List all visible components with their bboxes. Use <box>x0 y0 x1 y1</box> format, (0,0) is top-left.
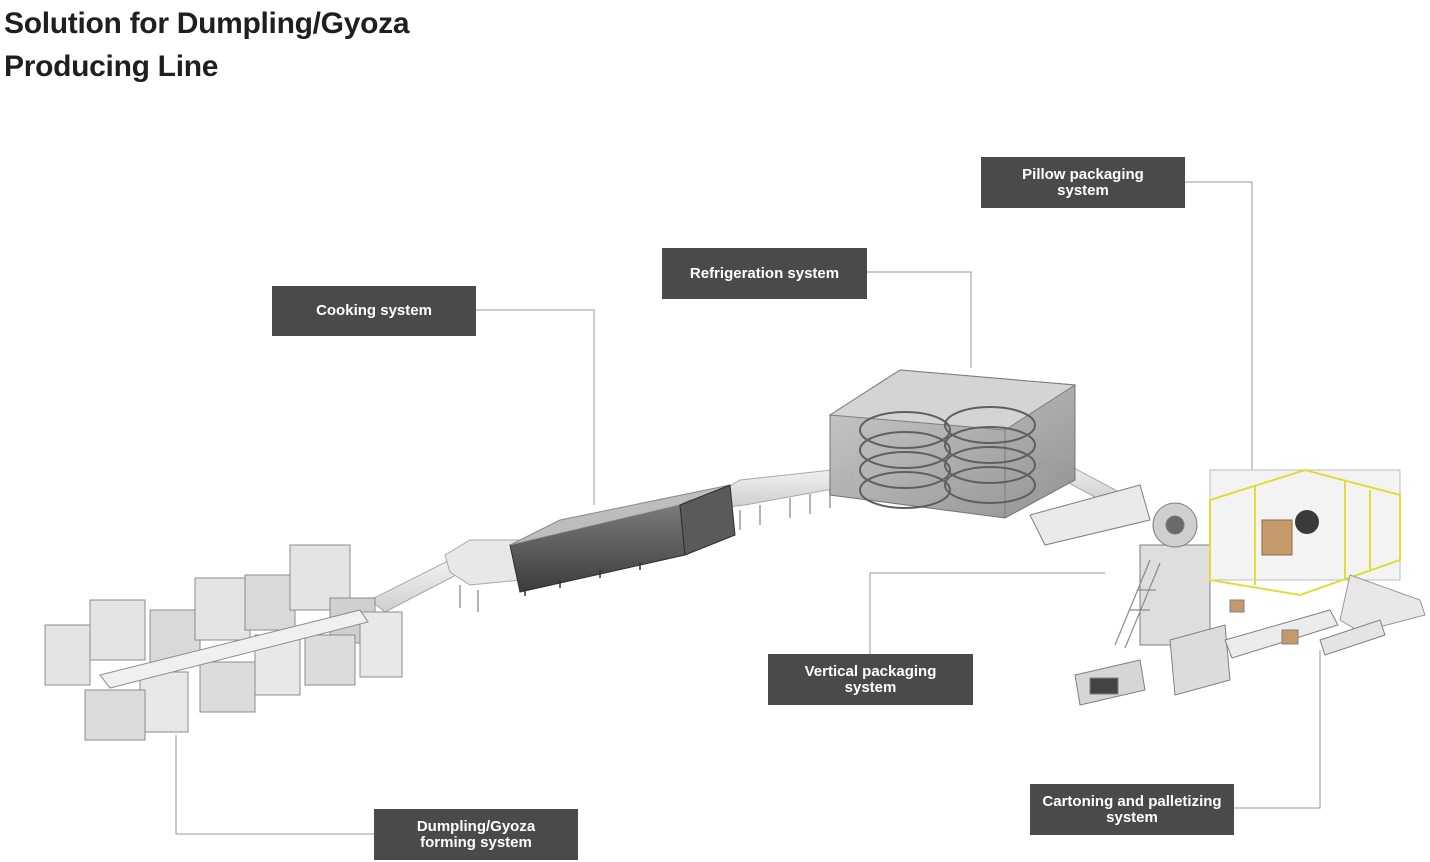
label-text: system <box>1106 808 1158 826</box>
forming-conveyor <box>99 609 369 689</box>
label-text: forming system <box>420 833 532 851</box>
label-text: Refrigeration system <box>689 264 840 282</box>
refrigeration-spiral-freezer <box>828 369 1077 519</box>
leader-line-cooking <box>476 309 595 505</box>
cartoning-palletizing <box>1074 599 1386 706</box>
forming-machine <box>89 599 146 661</box>
page-title: Solution for Dumpling/Gyoza Producing Li… <box>4 2 410 88</box>
label-text: Vertical packaging <box>804 662 937 680</box>
forming-machine <box>244 574 296 631</box>
forming-machine <box>199 661 256 713</box>
leader-line-cartoning <box>1234 650 1321 809</box>
leader-line-vertical <box>869 572 1105 655</box>
pillow-packaging-cell <box>1209 468 1426 633</box>
forming-machines <box>44 544 403 741</box>
forming-machine <box>359 611 403 678</box>
label-vertical-packaging-system: Vertical packaging system <box>768 654 973 705</box>
label-text: system <box>844 678 897 696</box>
leader-line-refrigeration <box>867 271 972 368</box>
title-line-1: Solution for Dumpling/Gyoza <box>4 7 410 40</box>
label-text: Cooking system <box>316 302 432 319</box>
leader-line-pillow <box>1185 181 1253 482</box>
forming-machine <box>304 634 356 686</box>
label-text: Dumpling/Gyoza <box>416 817 536 835</box>
label-cooking-system: Cooking system <box>272 286 476 336</box>
forming-machine <box>139 671 189 733</box>
vertical-packaging-machine <box>1029 484 1211 649</box>
leader-lines <box>175 181 1321 835</box>
label-text: Cartoning and palletizing <box>1042 792 1222 810</box>
label-text: system <box>1057 181 1109 199</box>
forming-machine <box>194 577 251 641</box>
conveyor-forming-to-cooking <box>369 559 463 613</box>
main-conveyor <box>369 457 1126 613</box>
conveyor-curve-entry <box>444 539 521 586</box>
cooking-tunnel <box>509 484 736 596</box>
cartoning-conveyor <box>1319 619 1386 656</box>
leader-line-forming <box>175 735 374 835</box>
label-refrigeration-system: Refrigeration system <box>662 248 867 299</box>
title-line-2: Producing Line <box>4 50 219 83</box>
forming-machine <box>44 624 91 686</box>
label-pillow-packaging-system: Pillow packaging system <box>981 157 1185 208</box>
label-forming-system: Dumpling/Gyoza forming system <box>374 809 578 860</box>
label-text: Pillow packaging <box>1022 165 1144 183</box>
forming-machine <box>84 689 146 741</box>
pillow-outfeed-conveyor <box>1339 574 1426 633</box>
label-cartoning-palletizing-system: Cartoning and palletizing system <box>1030 784 1234 835</box>
